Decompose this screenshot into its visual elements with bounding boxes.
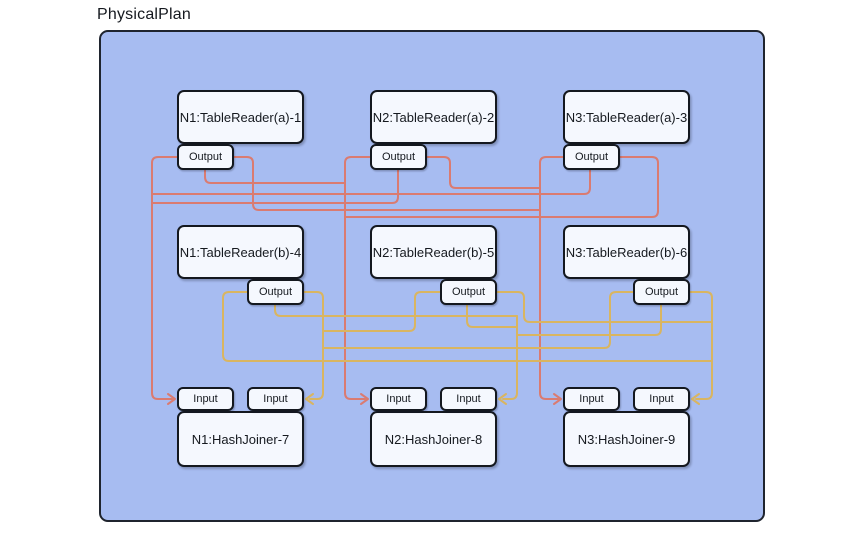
arrowhead-j9-right	[691, 393, 700, 405]
port-output-b6: Output	[633, 279, 690, 305]
yellow-edges	[222, 291, 713, 405]
node-label: N3:TableReader(b)-6	[565, 244, 688, 260]
diagram-title: PhysicalPlan	[97, 6, 192, 23]
arrowhead-j8-left	[360, 393, 369, 405]
node-label: N3:HashJoiner-9	[577, 431, 676, 447]
port-input-right-j9: Input	[633, 387, 690, 411]
node-label: N2:HashJoiner-8	[384, 431, 483, 447]
port-label: Input	[193, 393, 218, 405]
port-output-a2: Output	[370, 144, 427, 170]
edge-a1-j8	[204, 169, 346, 184]
edge-b6-j8	[516, 304, 662, 336]
edge-a3-j7	[151, 169, 591, 195]
port-output-a3: Output	[563, 144, 620, 170]
port-label: Input	[263, 393, 288, 405]
edge-b5-j7	[322, 291, 441, 332]
edge-b6-j9	[689, 291, 713, 400]
edge-b4-j9	[222, 291, 713, 362]
port-input-left-j9: Input	[563, 387, 620, 411]
edge-a1-j9	[233, 156, 541, 211]
edge-trunk-j8-right	[502, 315, 518, 400]
port-input-left-j7: Input	[177, 387, 234, 411]
arrowhead-j9-left	[553, 393, 562, 405]
node-label: N1:HashJoiner-7	[191, 431, 290, 447]
port-label: Output	[188, 151, 223, 163]
edge-a3-j9	[539, 156, 564, 400]
node-tablereader-a-3: N3:TableReader(a)-3	[563, 90, 690, 144]
port-label: Input	[579, 393, 604, 405]
port-output-b5: Output	[440, 279, 497, 305]
port-label: Input	[386, 393, 411, 405]
edge-a2-j8	[344, 156, 372, 400]
arrowhead-j7-right	[305, 393, 314, 405]
edge-a1-j7	[151, 156, 178, 400]
node-label: N1:TableReader(a)-1	[179, 109, 302, 125]
port-output-b4: Output	[247, 279, 304, 305]
edge-b4-j7	[303, 291, 324, 400]
port-label: Output	[381, 151, 416, 163]
port-label: Output	[451, 286, 486, 298]
port-label: Output	[258, 286, 293, 298]
port-input-left-j8: Input	[370, 387, 427, 411]
arrowhead-j8-right	[498, 393, 507, 405]
edge-b5-j8	[466, 304, 518, 328]
node-label: N3:TableReader(a)-3	[565, 109, 688, 125]
node-tablereader-b-4: N1:TableReader(b)-4	[177, 225, 304, 279]
edge-a3-j8	[344, 156, 659, 218]
port-label: Input	[649, 393, 674, 405]
edge-a2-j9	[426, 156, 541, 189]
node-label: N1:TableReader(b)-4	[179, 244, 302, 260]
node-hashjoiner-7: N1:HashJoiner-7	[177, 411, 304, 467]
node-hashjoiner-9: N3:HashJoiner-9	[563, 411, 690, 467]
port-label: Output	[644, 286, 679, 298]
port-label: Input	[456, 393, 481, 405]
node-label: N2:TableReader(a)-2	[372, 109, 495, 125]
edge-a2-j7	[151, 169, 399, 204]
red-edges	[151, 156, 659, 405]
arrowhead-j7-left	[167, 393, 176, 405]
edge-b4-j8	[274, 304, 518, 317]
port-output-a1: Output	[177, 144, 234, 170]
node-hashjoiner-8: N2:HashJoiner-8	[370, 411, 497, 467]
node-label: N2:TableReader(b)-5	[372, 244, 495, 260]
node-tablereader-a-1: N1:TableReader(a)-1	[177, 90, 304, 144]
port-input-right-j8: Input	[440, 387, 497, 411]
node-tablereader-b-6: N3:TableReader(b)-6	[563, 225, 690, 279]
edge-b5-j9	[496, 291, 713, 323]
node-tablereader-a-2: N2:TableReader(a)-2	[370, 90, 497, 144]
port-label: Output	[574, 151, 609, 163]
edge-b6-j7	[322, 291, 634, 349]
node-tablereader-b-5: N2:TableReader(b)-5	[370, 225, 497, 279]
port-input-right-j7: Input	[247, 387, 304, 411]
